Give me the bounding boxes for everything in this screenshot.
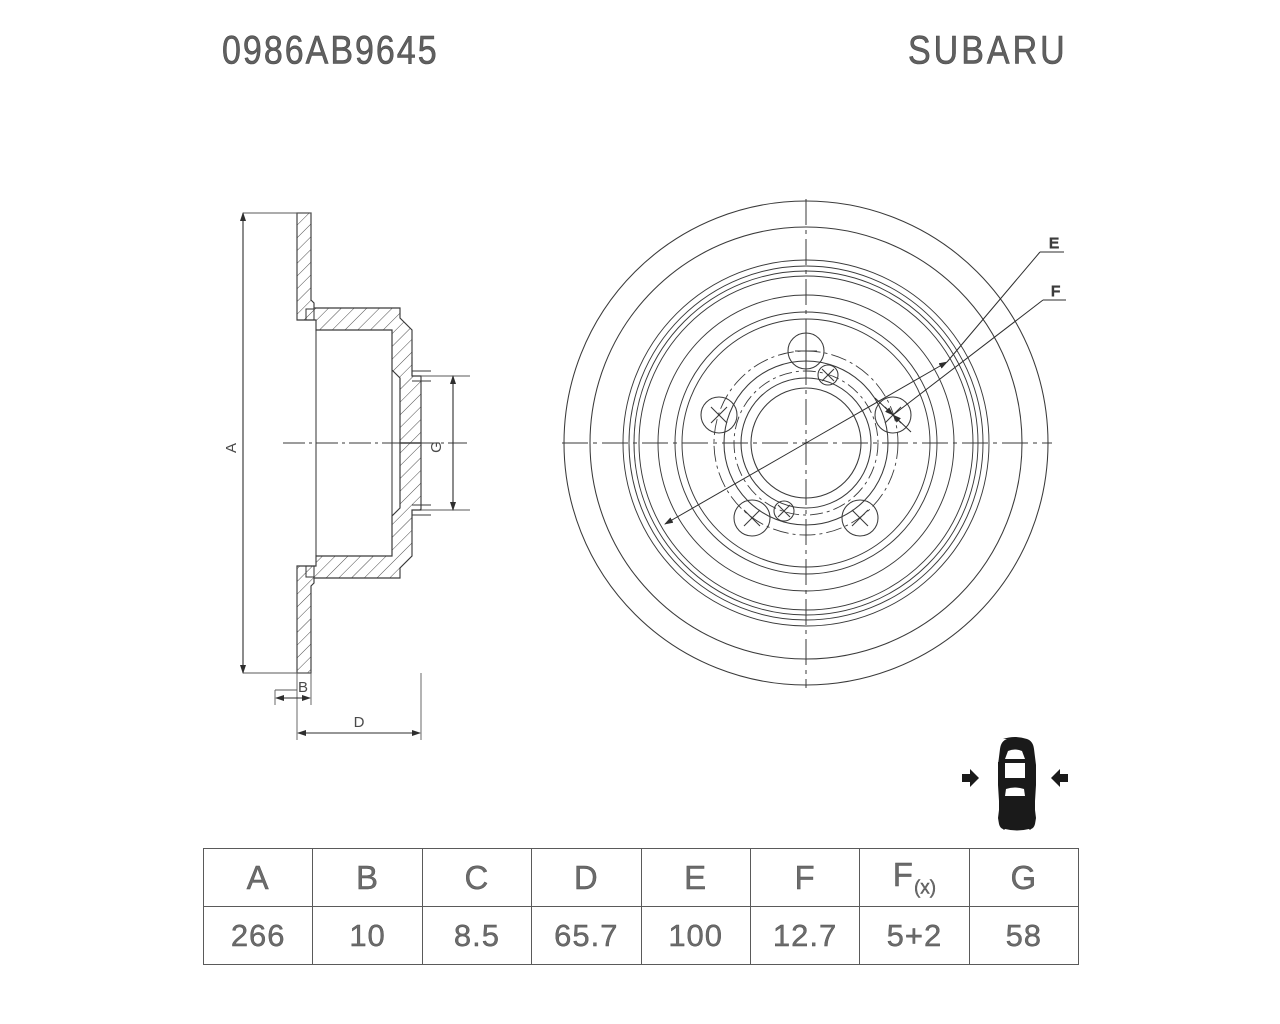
spec-header-fx-text: F xyxy=(892,855,914,893)
dimension-d-label: D xyxy=(354,714,365,731)
spec-header-c-text: C xyxy=(464,858,490,896)
brand-name: SUBARU xyxy=(908,28,1068,73)
bolt-hole xyxy=(700,396,738,434)
dimension-d: D xyxy=(297,714,421,736)
spec-value-e: 100 xyxy=(640,906,751,965)
spec-value-a: 266 xyxy=(202,906,314,965)
spec-header-a-text: A xyxy=(246,858,270,896)
spec-value-f: 12.7 xyxy=(749,906,861,965)
cross-section-view: A G B D xyxy=(223,212,470,740)
spec-value-g: 58 xyxy=(968,906,1080,965)
spec-header-f: F xyxy=(749,848,861,907)
dimension-a: A xyxy=(223,212,246,674)
dimension-b-label: B xyxy=(298,679,308,696)
dimension-g-label: G xyxy=(428,441,445,453)
leader-e: E xyxy=(664,234,1064,525)
rear-axle-arrow-right xyxy=(1051,769,1068,787)
section-body-upper xyxy=(296,212,422,444)
spec-header-c: C xyxy=(421,848,533,907)
spec-header-g: G xyxy=(968,848,1080,907)
bolt-hole xyxy=(841,499,879,537)
section-witness-lines xyxy=(243,212,470,740)
spec-header-d: D xyxy=(531,848,642,907)
spec-header-fx: F(x) xyxy=(859,848,970,907)
spec-header-b: B xyxy=(312,848,423,907)
rear-axle-arrow-left xyxy=(962,769,979,787)
bolt-hole xyxy=(733,499,771,537)
locating-hole xyxy=(773,500,795,522)
spec-header-e-text: E xyxy=(684,858,708,896)
part-number: 0986AB9645 xyxy=(222,28,439,73)
spec-header-b-text: B xyxy=(356,858,380,896)
spec-value-b: 10 xyxy=(312,906,423,965)
spec-table-value-row: 266 10 8.5 65.7 100 12.7 5+2 58 xyxy=(202,906,1080,965)
spec-table-header-row: A B C D E F F(x) G xyxy=(202,848,1080,907)
spec-header-d-text: D xyxy=(573,858,599,896)
spec-table: A B C D E F F(x) G 266 10 8.5 65.7 100 1… xyxy=(202,848,1080,965)
spec-header-a: A xyxy=(202,848,314,907)
spec-header-fx-subscript: (x) xyxy=(913,877,937,899)
spec-header-e: E xyxy=(640,848,751,907)
header: 0986AB9645 SUBARU xyxy=(0,0,1280,110)
car-rear-axle-icon xyxy=(962,737,1068,831)
spec-header-f-text: F xyxy=(794,858,816,896)
spec-header-g-text: G xyxy=(1010,858,1038,896)
spec-value-fx: 5+2 xyxy=(859,906,970,965)
leader-f: F xyxy=(874,282,1066,433)
locating-holes xyxy=(773,364,839,522)
leader-e-label: E xyxy=(1049,235,1059,252)
dimension-g: G xyxy=(428,375,456,511)
dimension-a-label: A xyxy=(223,443,240,453)
leader-f-label: F xyxy=(1051,283,1060,300)
spec-value-c: 8.5 xyxy=(421,906,533,965)
locating-hole xyxy=(817,364,839,386)
front-face-view: E F xyxy=(562,199,1066,688)
section-body-lower xyxy=(296,442,422,674)
dimension-b: B xyxy=(275,679,311,701)
spec-value-d: 65.7 xyxy=(531,906,642,965)
spec-table-container: A B C D E F F(x) G 266 10 8.5 65.7 100 1… xyxy=(202,848,1080,965)
